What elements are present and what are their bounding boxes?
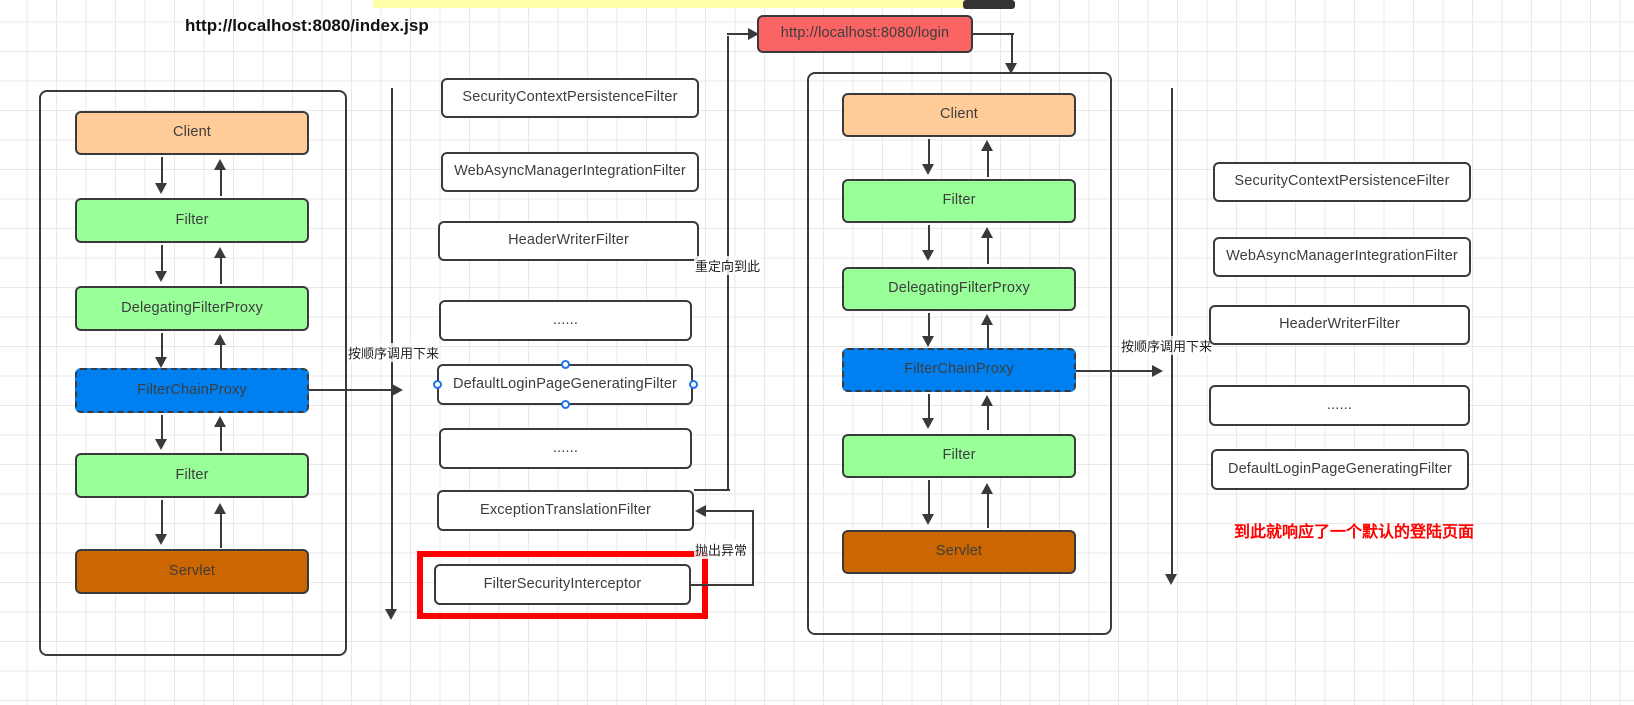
right-fcp-to-chain-connector bbox=[1076, 370, 1156, 373]
middle-filter-web-async-manager-integration[interactable]: WebAsyncManagerIntegrationFilter bbox=[441, 152, 699, 192]
right-arrowhead-down-2 bbox=[922, 250, 934, 261]
left-node-filter-1[interactable]: Filter bbox=[75, 198, 309, 243]
throw-exception-edge-vertical bbox=[752, 512, 755, 586]
left-arrowhead-up-5 bbox=[214, 503, 226, 514]
throw-exception-arrowhead bbox=[695, 505, 706, 517]
left-edge-dfp-to-fcp-down bbox=[161, 333, 164, 359]
login-to-right-flow-edge-v bbox=[1011, 33, 1014, 67]
top-dark-bar bbox=[963, 0, 1015, 9]
selection-handle-bottom[interactable] bbox=[561, 400, 570, 409]
right-node-filter-2[interactable]: Filter bbox=[842, 434, 1076, 478]
left-edge-filter2-to-fcp-up bbox=[220, 425, 223, 451]
right-arrowhead-up-3 bbox=[981, 314, 993, 325]
right-edge-filter1-to-dfp-down bbox=[928, 225, 931, 252]
right-chain-order-line bbox=[1171, 88, 1174, 578]
right-edge-dfp-to-filter1-up bbox=[987, 236, 990, 264]
redirect-edge-to-login-box bbox=[727, 33, 751, 36]
middle-chain-order-arrowhead bbox=[385, 609, 397, 620]
right-node-filter-1[interactable]: Filter bbox=[842, 179, 1076, 223]
right-fcp-to-chain-arrowhead bbox=[1152, 365, 1163, 377]
left-arrowhead-down-5 bbox=[155, 534, 167, 545]
left-node-client[interactable]: Client bbox=[75, 111, 309, 155]
left-node-delegating-filter-proxy[interactable]: DelegatingFilterProxy bbox=[75, 286, 309, 331]
right-edge-dfp-to-fcp-down bbox=[928, 313, 931, 338]
left-edge-filter1-to-dfp-down bbox=[161, 245, 164, 273]
left-node-filter-chain-proxy[interactable]: FilterChainProxy bbox=[75, 368, 309, 413]
middle-filter-security-interceptor[interactable]: FilterSecurityInterceptor bbox=[434, 564, 691, 605]
selection-handle-left[interactable] bbox=[433, 380, 442, 389]
right-flow-container bbox=[807, 72, 1112, 635]
annotation-call-in-order-left: 按顺序调用下来 bbox=[347, 343, 441, 362]
left-edge-fcp-to-filter2-down bbox=[161, 415, 164, 441]
left-arrowhead-down-4 bbox=[155, 439, 167, 450]
right-edge-filter2-to-servlet-down bbox=[928, 480, 931, 516]
left-arrowhead-up-4 bbox=[214, 416, 226, 427]
left-fcp-to-chain-arrowhead bbox=[392, 384, 403, 396]
right-edge-fcp-to-dfp-up bbox=[987, 323, 990, 348]
right-filter-ellipsis[interactable]: ...... bbox=[1209, 385, 1470, 426]
left-fcp-to-chain-connector bbox=[309, 389, 395, 392]
throw-exception-edge-top bbox=[706, 510, 754, 513]
right-arrowhead-up-1 bbox=[981, 140, 993, 151]
middle-filter-header-writer[interactable]: HeaderWriterFilter bbox=[438, 221, 699, 261]
left-edge-servlet-to-filter2-up bbox=[220, 512, 223, 548]
right-filter-header-writer[interactable]: HeaderWriterFilter bbox=[1209, 305, 1470, 345]
login-to-right-flow-edge-h bbox=[971, 33, 1014, 36]
throw-exception-edge-bottom bbox=[691, 584, 754, 587]
highlight-frame-filter-security-interceptor bbox=[417, 551, 708, 619]
left-edge-client-to-filter1-down bbox=[161, 157, 164, 185]
middle-filter-security-context-persistence[interactable]: SecurityContextPersistenceFilter bbox=[441, 78, 699, 118]
right-arrowhead-down-4 bbox=[922, 418, 934, 429]
left-node-filter-2[interactable]: Filter bbox=[75, 453, 309, 498]
selection-handle-top[interactable] bbox=[561, 360, 570, 369]
right-arrowhead-down-3 bbox=[922, 336, 934, 347]
left-edge-dfp-to-filter1-up bbox=[220, 256, 223, 284]
right-filter-default-login-page-generating[interactable]: DefaultLoginPageGeneratingFilter bbox=[1211, 449, 1469, 490]
right-node-delegating-filter-proxy[interactable]: DelegatingFilterProxy bbox=[842, 267, 1076, 311]
right-filter-security-context-persistence[interactable]: SecurityContextPersistenceFilter bbox=[1213, 162, 1471, 202]
left-edge-filter1-to-client-up bbox=[220, 168, 223, 196]
right-node-servlet[interactable]: Servlet bbox=[842, 530, 1076, 574]
right-edge-filter2-to-fcp-up bbox=[987, 404, 990, 430]
middle-filter-ellipsis-2[interactable]: ...... bbox=[439, 428, 692, 469]
selection-handle-right[interactable] bbox=[689, 380, 698, 389]
right-edge-filter1-to-client-up bbox=[987, 149, 990, 177]
right-arrowhead-down-5 bbox=[922, 514, 934, 525]
right-arrowhead-down-1 bbox=[922, 164, 934, 175]
left-node-servlet[interactable]: Servlet bbox=[75, 549, 309, 594]
left-edge-filter2-to-servlet-down bbox=[161, 500, 164, 536]
right-chain-order-arrowhead bbox=[1165, 574, 1177, 585]
right-arrowhead-up-2 bbox=[981, 227, 993, 238]
left-edge-fcp-to-dfp-up bbox=[220, 343, 223, 369]
login-to-right-flow-arrowhead bbox=[1005, 63, 1017, 74]
redirect-edge-from-exception-filter bbox=[694, 489, 730, 492]
login-url-node[interactable]: http://localhost:8080/login bbox=[757, 15, 973, 53]
left-arrowhead-down-1 bbox=[155, 183, 167, 194]
right-node-client[interactable]: Client bbox=[842, 93, 1076, 137]
page-title-index-jsp: http://localhost:8080/index.jsp bbox=[185, 16, 429, 35]
annotation-throw-exception: 抛出异常 bbox=[694, 540, 749, 559]
left-arrowhead-up-1 bbox=[214, 159, 226, 170]
left-arrowhead-up-3 bbox=[214, 334, 226, 345]
right-filter-web-async-manager-integration[interactable]: WebAsyncManagerIntegrationFilter bbox=[1213, 237, 1471, 277]
middle-filter-ellipsis-1[interactable]: ...... bbox=[439, 300, 692, 341]
right-edge-servlet-to-filter2-up bbox=[987, 492, 990, 528]
right-arrowhead-up-5 bbox=[981, 483, 993, 494]
left-arrowhead-up-2 bbox=[214, 247, 226, 258]
right-edge-client-to-filter1-down bbox=[928, 139, 931, 166]
annotation-redirect-here: 重定向到此 bbox=[694, 256, 762, 275]
redirect-arrowhead bbox=[748, 28, 759, 40]
left-arrowhead-down-2 bbox=[155, 271, 167, 282]
left-flow-container bbox=[39, 90, 347, 656]
left-arrowhead-down-3 bbox=[155, 357, 167, 368]
annotation-default-login-response: 到此就响应了一个默认的登陆页面 bbox=[1234, 524, 1475, 541]
top-yellow-highlight-bar bbox=[373, 0, 1010, 8]
middle-filter-exception-translation[interactable]: ExceptionTranslationFilter bbox=[437, 490, 694, 531]
right-arrowhead-up-4 bbox=[981, 395, 993, 406]
right-edge-fcp-to-filter2-down bbox=[928, 394, 931, 420]
annotation-call-in-order-right: 按顺序调用下来 bbox=[1120, 336, 1214, 355]
right-node-filter-chain-proxy[interactable]: FilterChainProxy bbox=[842, 348, 1076, 392]
middle-filter-default-login-page-generating[interactable]: DefaultLoginPageGeneratingFilter bbox=[437, 364, 693, 405]
